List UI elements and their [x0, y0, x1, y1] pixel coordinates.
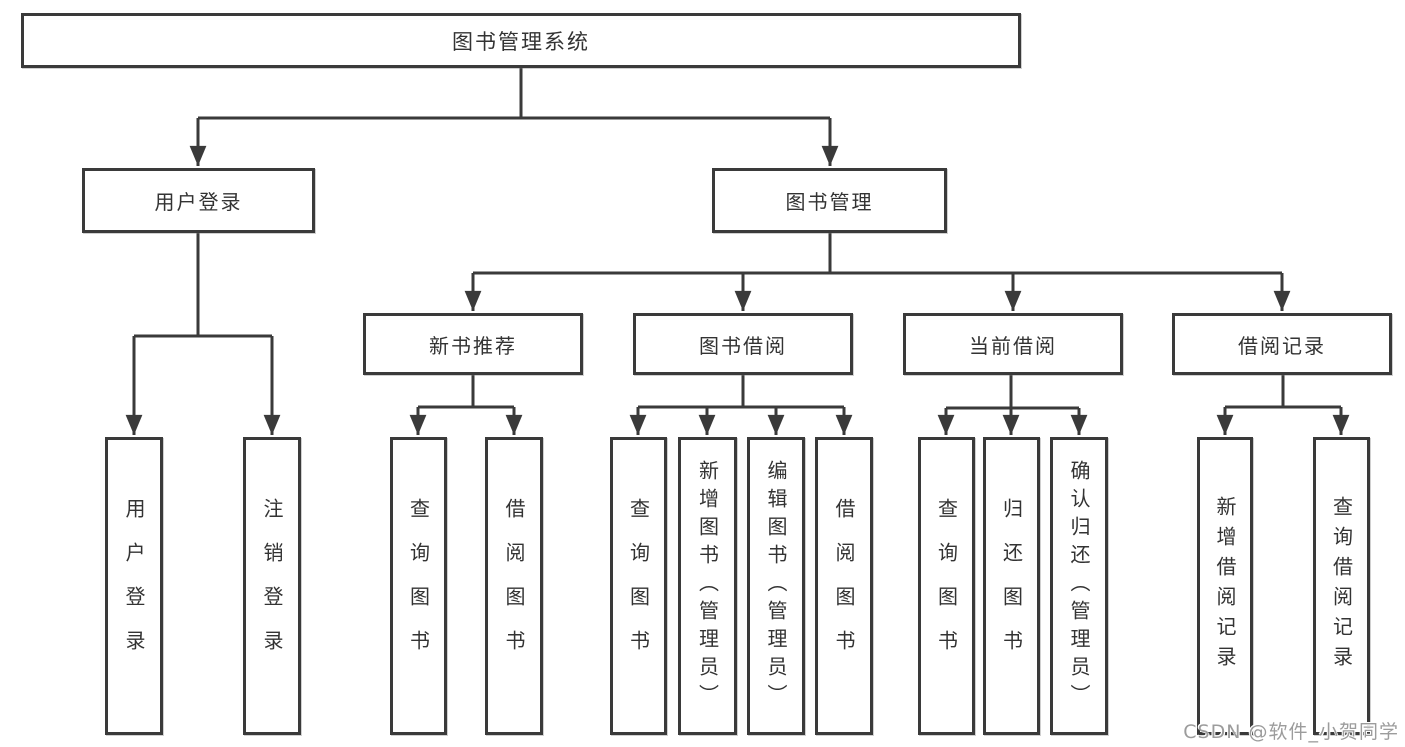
node-label: 查询图书	[934, 498, 959, 674]
node-add-book-admin: 新增图书（管理员）	[678, 437, 737, 735]
node-label: 借阅记录	[1238, 333, 1326, 358]
node-logout: 注销登录	[243, 437, 301, 735]
node-label: 新增借阅记录	[1213, 496, 1237, 676]
node-label: 图书管理	[785, 190, 874, 214]
node-add-borrow-record: 新增借阅记录	[1197, 437, 1253, 735]
node-label: 编辑图书（管理员）	[764, 460, 788, 712]
node-query-books-3: 查询图书	[918, 437, 975, 735]
node-borrow-books-1: 借阅图书	[485, 437, 543, 735]
node-current-borrowing: 当前借阅	[903, 313, 1123, 375]
node-label: 图书管理系统	[452, 29, 590, 54]
node-query-books-2: 查询图书	[610, 437, 667, 735]
node-book-management-branch: 图书管理	[712, 168, 947, 233]
node-label: 新书推荐	[429, 333, 517, 358]
node-user-login-leaf: 用户登录	[105, 437, 163, 735]
node-book-borrowing: 图书借阅	[633, 313, 853, 375]
node-user-login-branch: 用户登录	[82, 168, 315, 233]
node-library-management-system: 图书管理系统	[21, 13, 1021, 68]
node-label: 查询借阅记录	[1329, 496, 1354, 676]
node-label: 借阅图书	[502, 498, 526, 674]
node-new-book-recommendation: 新书推荐	[363, 313, 583, 375]
node-label: 查询图书	[626, 498, 651, 674]
node-label: 新增图书（管理员）	[695, 460, 720, 712]
node-borrow-books-2: 借阅图书	[815, 437, 873, 735]
node-label: 归还图书	[999, 498, 1024, 674]
node-label: 图书借阅	[699, 333, 787, 358]
node-label: 查询图书	[406, 498, 431, 674]
node-query-books-1: 查询图书	[390, 437, 447, 735]
node-label: 用户登录	[154, 190, 243, 214]
csdn-watermark: CSDN @软件_小贺同学	[1183, 721, 1399, 743]
node-label: 确认归还（管理员）	[1067, 460, 1091, 712]
node-label: 当前借阅	[969, 333, 1057, 358]
node-query-borrow-record: 查询借阅记录	[1313, 437, 1370, 735]
node-confirm-return-admin: 确认归还（管理员）	[1050, 437, 1108, 735]
node-edit-book-admin: 编辑图书（管理员）	[747, 437, 805, 735]
node-label: 注销登录	[260, 498, 284, 674]
node-label: 借阅图书	[832, 498, 856, 674]
node-borrowing-records: 借阅记录	[1172, 313, 1392, 375]
node-label: 用户登录	[122, 498, 146, 674]
node-return-books: 归还图书	[983, 437, 1040, 735]
